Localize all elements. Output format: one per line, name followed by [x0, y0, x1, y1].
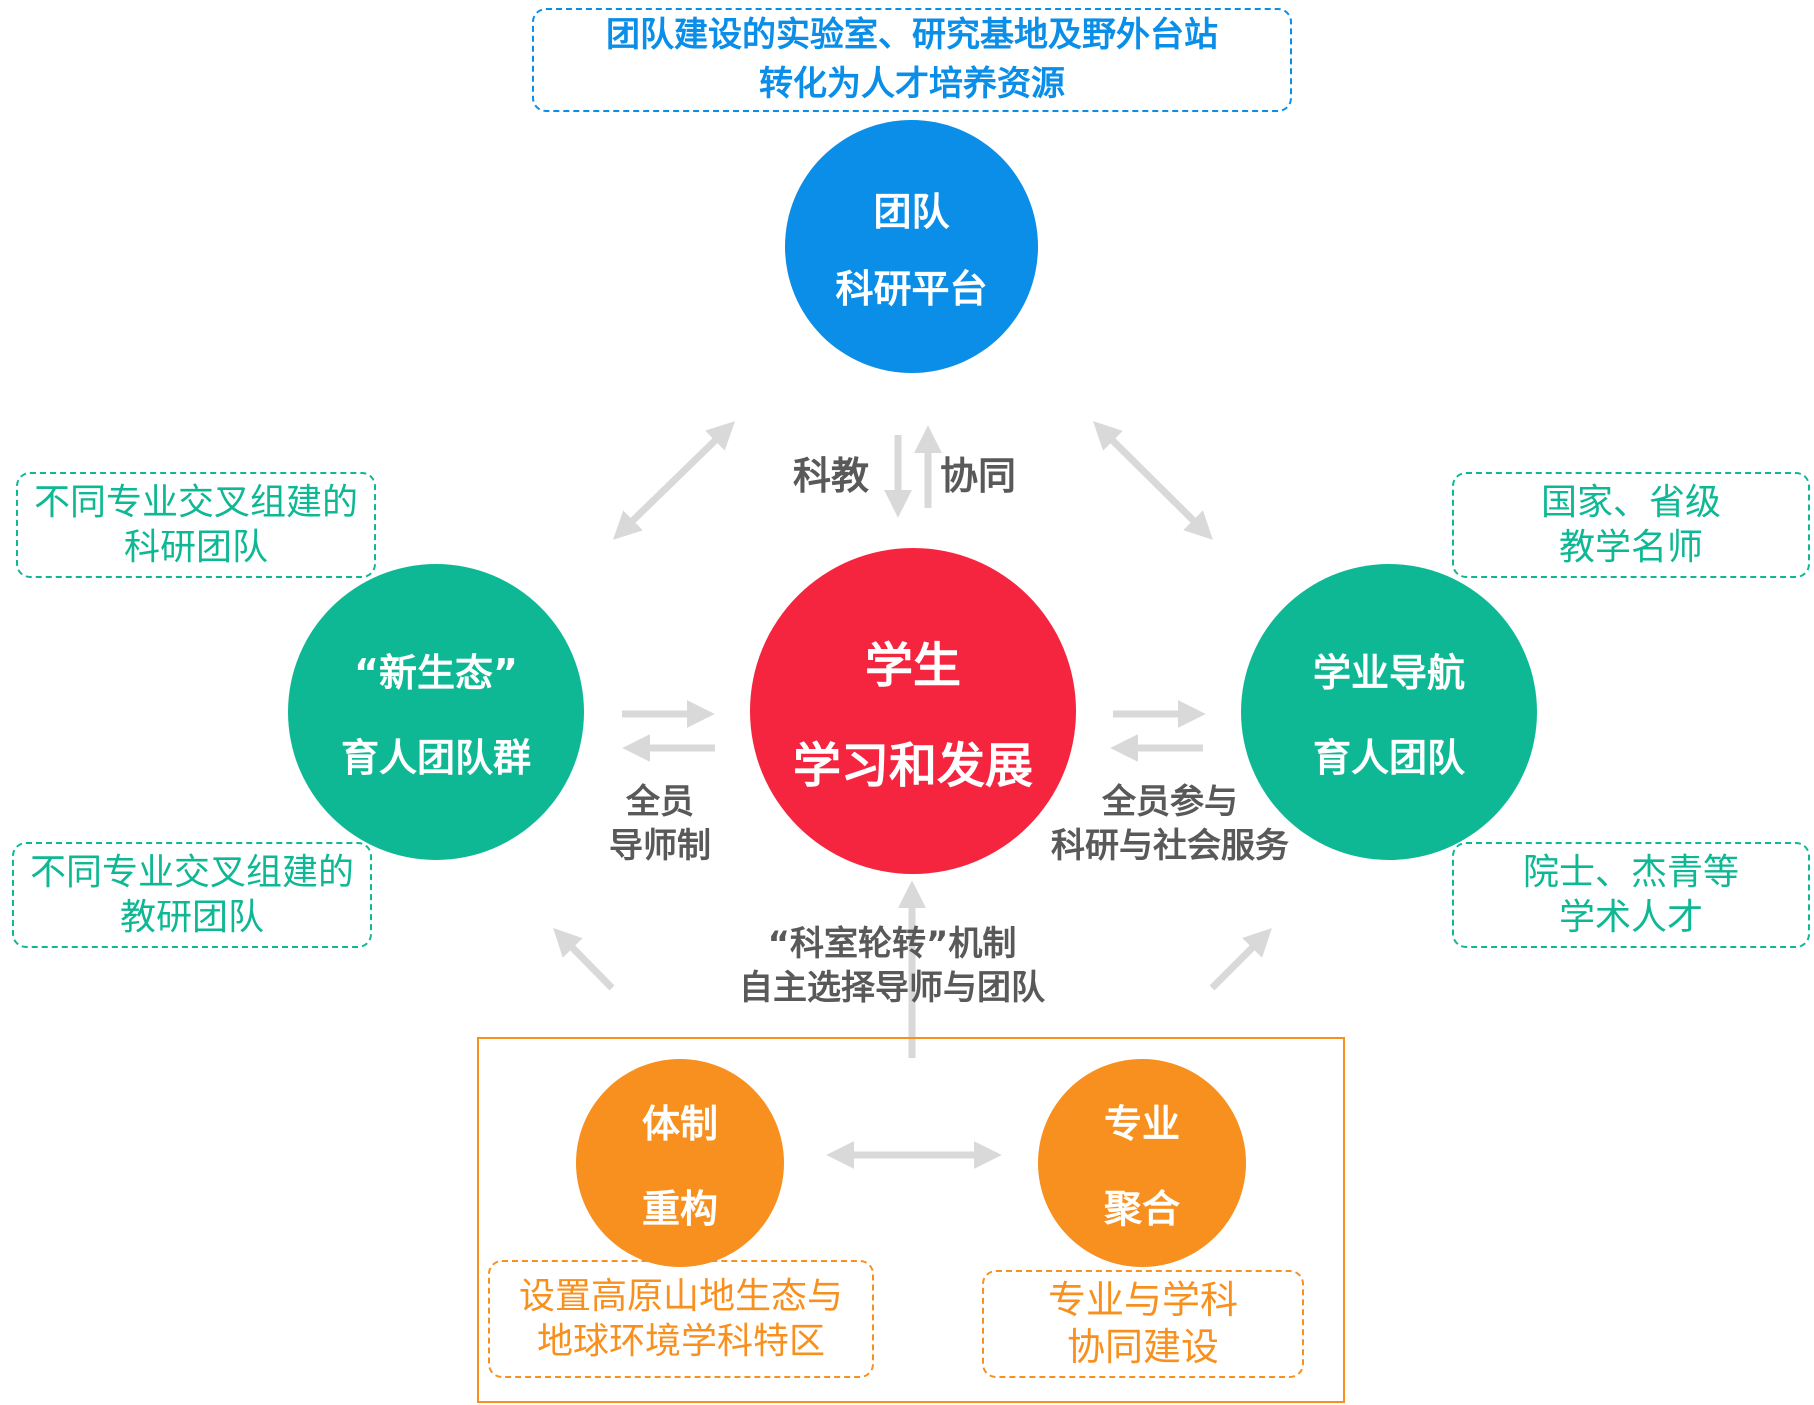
label-kejiao: 科教 — [793, 454, 870, 498]
major-aggregation-circle: 专业 聚合 — [1038, 1059, 1246, 1267]
academic-navigation-team-circle: 学业导航 育人团队 — [1241, 564, 1537, 860]
left-note-top: 不同专业交叉组建的 科研团队 — [16, 472, 376, 578]
arrow-bottom-right — [1209, 928, 1272, 991]
top-note-line1: 团队建设的实验室、研究基地及野外台站 — [606, 14, 1218, 55]
bottom-group-box — [477, 1037, 1345, 1403]
system-reconstruction-circle: 体制 重构 — [576, 1059, 784, 1267]
top-circle-line2: 科研平台 — [835, 266, 988, 311]
right-circle-line1: 学业导航 — [1312, 651, 1465, 695]
label-all-staff-mentor: 全员 导师制 — [609, 782, 711, 867]
arrow-top-left — [612, 421, 736, 540]
center-circle-line1: 学生 — [864, 638, 961, 694]
left-note-bottom: 不同专业交叉组建的 教研团队 — [12, 842, 372, 948]
new-ecology-team-circle: “新生态” 育人团队群 — [288, 564, 584, 860]
left-circle-line1: “新生态” — [354, 651, 518, 695]
top-note-line2: 转化为人才培养资源 — [759, 64, 1065, 104]
team-research-platform-circle: 团队 科研平台 — [785, 120, 1038, 373]
bottom-left-note: 设置高原山地生态与 地球环境学科特区 — [488, 1260, 874, 1378]
label-rotation-mechanism: “科室轮转”机制 自主选择导师与团队 — [739, 924, 1045, 1009]
left-circle-line2: 育人团队群 — [340, 736, 531, 780]
right-note-top: 国家、省级 教学名师 — [1452, 472, 1810, 578]
label-all-participate-service: 全员参与 科研与社会服务 — [1051, 782, 1289, 867]
top-note: 团队建设的实验室、研究基地及野外台站 转化为人才培养资源 — [532, 8, 1292, 112]
bottom-right-note: 专业与学科 协同建设 — [982, 1270, 1304, 1378]
label-xietong: 协同 — [940, 454, 1017, 498]
student-learning-circle: 学生 学习和发展 — [750, 548, 1076, 874]
arrow-bottom-left — [553, 928, 615, 991]
arrow-top-right — [1093, 421, 1213, 540]
right-circle-line2: 育人团队 — [1312, 736, 1465, 780]
right-note-bottom: 院士、杰青等 学术人才 — [1452, 842, 1810, 948]
top-circle-line1: 团队 — [873, 189, 950, 234]
center-circle-line2: 学习和发展 — [792, 738, 1033, 794]
